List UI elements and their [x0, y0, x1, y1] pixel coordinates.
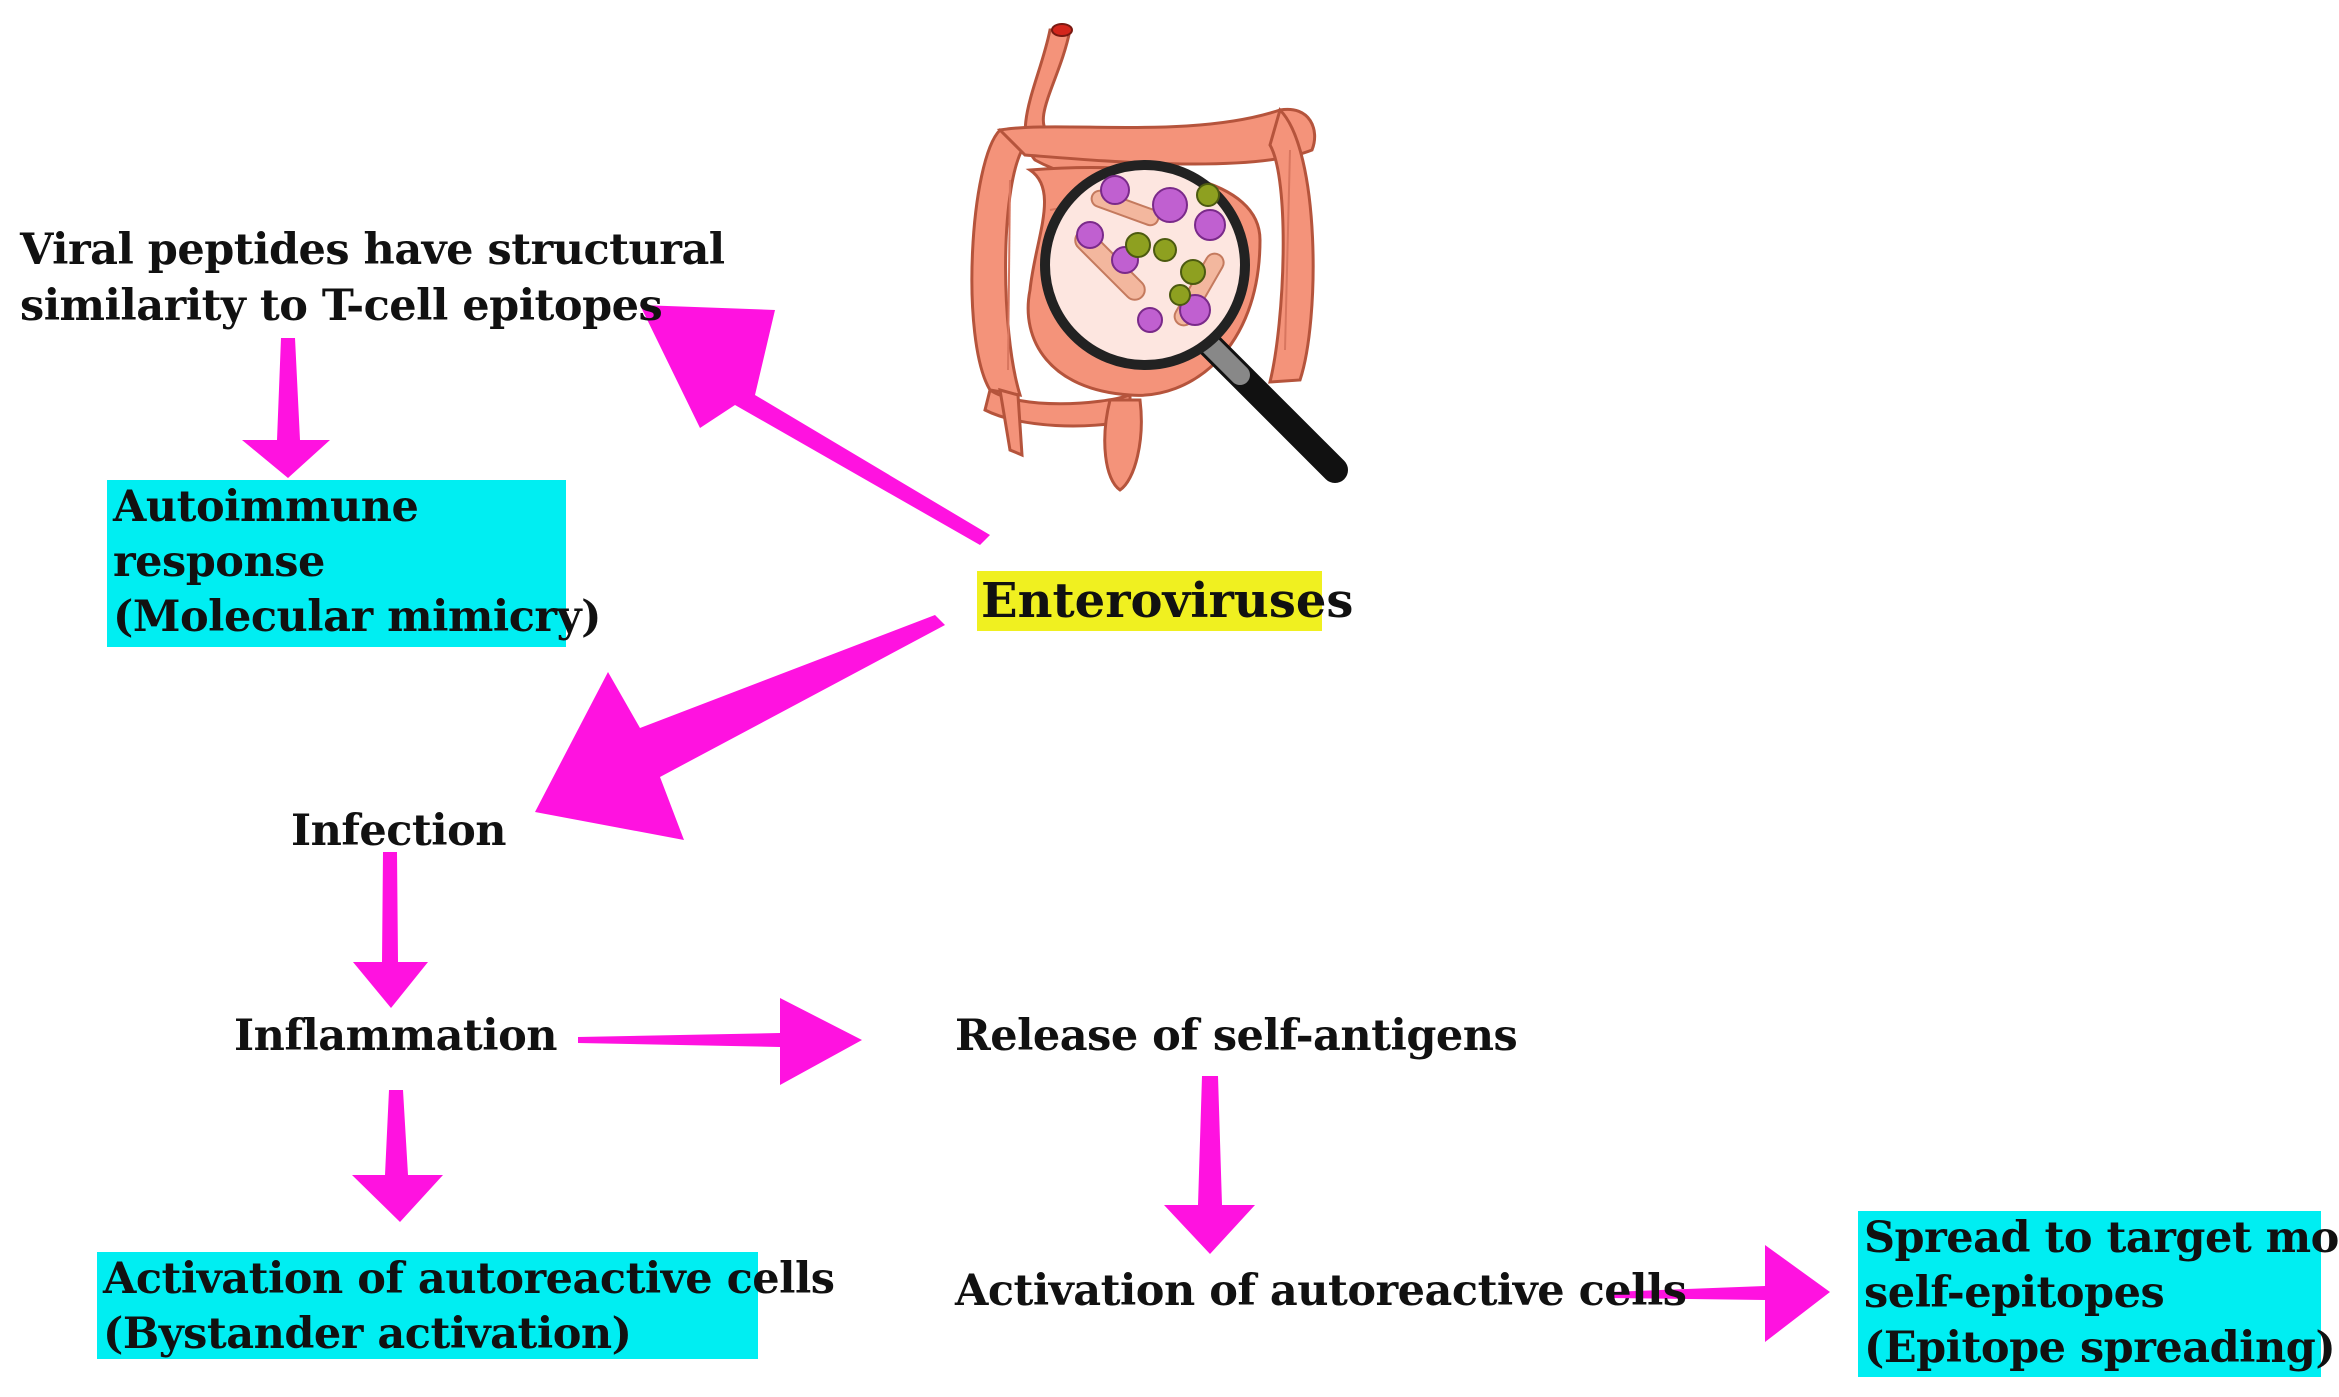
- infection-label: Infection: [291, 806, 507, 856]
- bystander-activation-box: Activation of autoreactive cells (Bystan…: [97, 1252, 835, 1359]
- arrow-enterovirus-to-infection: [535, 615, 945, 840]
- molecular-mimicry-box: Autoimmune response (Molecular mimicry): [107, 480, 601, 647]
- arrow-inflammation-to-bystander: [352, 1090, 443, 1222]
- spreading-outcome-line-1: Spread to target more: [1864, 1213, 2339, 1263]
- arrow-infection-to-inflammation: [353, 852, 428, 1008]
- mimicry-cause-text: Viral peptides have structural similarit…: [20, 222, 725, 334]
- arrow-inflammation-to-self-antigens: [578, 998, 862, 1085]
- self-antigens-label: Release of self-antigens: [955, 1011, 1518, 1061]
- mimicry-outcome-line-1: Autoimmune: [113, 482, 419, 532]
- arrow-peptides-to-autoimmune: [242, 338, 330, 478]
- arrow-activation-to-spreading: [1610, 1245, 1830, 1342]
- epitope-spreading-box: Spread to target more self-epitopes (Epi…: [1858, 1211, 2339, 1377]
- bystander-outcome-line-1: Activation of autoreactive cells: [103, 1254, 835, 1304]
- autoreactive-activation-label: Activation of autoreactive cells: [955, 1266, 1687, 1316]
- enteroviruses-label: Enteroviruses: [977, 571, 1353, 631]
- mimicry-outcome-line-3: (Molecular mimicry): [113, 592, 601, 642]
- mimicry-cause-line-2: similarity to T-cell epitopes: [20, 281, 663, 331]
- mimicry-cause-line-1: Viral peptides have structural: [20, 225, 725, 275]
- arrow-self-antigens-to-activation: [1164, 1076, 1255, 1254]
- intestine-with-magnifier-icon: [970, 23, 1348, 492]
- spreading-outcome-line-2: self-epitopes: [1864, 1268, 2165, 1318]
- mimicry-outcome-line-2: response: [113, 537, 325, 587]
- spreading-outcome-line-3: (Epitope spreading): [1864, 1323, 2336, 1373]
- inflammation-label: Inflammation: [234, 1011, 558, 1061]
- arrow-enterovirus-to-peptides: [640, 305, 990, 545]
- bystander-outcome-line-2: (Bystander activation): [103, 1309, 632, 1359]
